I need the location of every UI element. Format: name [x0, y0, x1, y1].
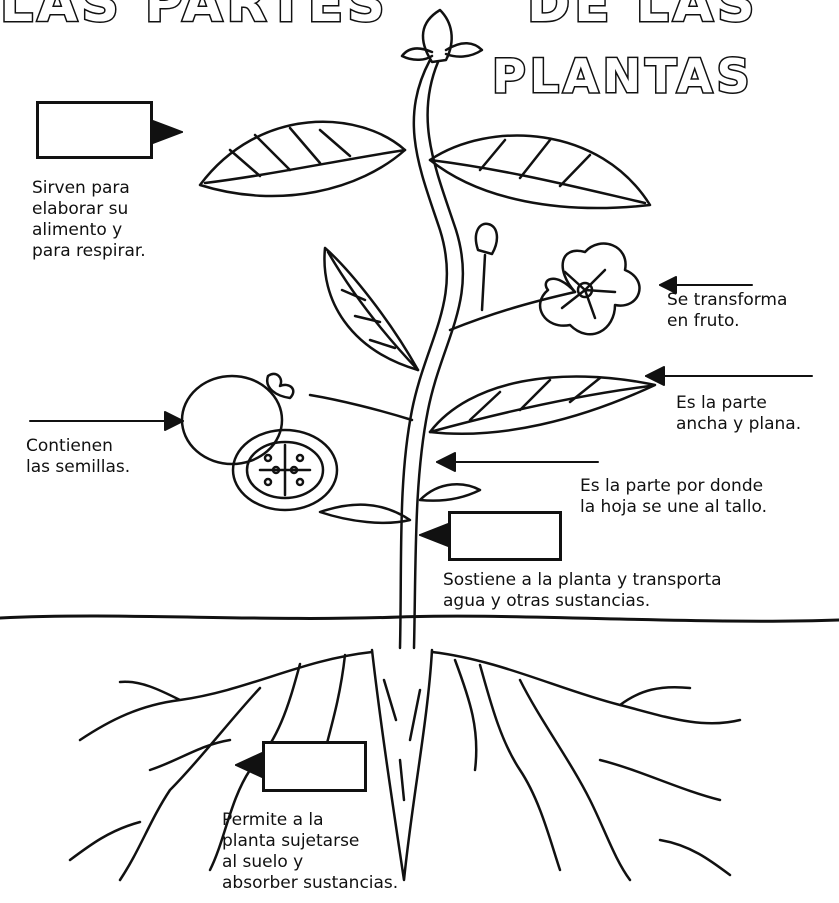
title-line2: PLANTAS	[492, 53, 754, 99]
answer-box-raiz[interactable]	[262, 741, 367, 792]
flower-bud	[476, 224, 497, 254]
label-peciolo: Es la parte por donde la hoja se une al …	[580, 476, 767, 518]
stem	[400, 60, 447, 648]
label-flor: Se transforma en fruto.	[667, 290, 787, 332]
answer-input-raiz[interactable]	[265, 744, 364, 789]
ground-line	[0, 616, 839, 621]
flower	[540, 244, 639, 335]
fruit-stalk	[310, 395, 412, 420]
answer-box-tallo[interactable]	[448, 511, 562, 561]
label-limbo: Es la parte ancha y plana.	[676, 393, 801, 435]
label-raiz: Permite a la planta sujetarse al suelo y…	[222, 810, 398, 894]
title-line1-right: DE LAS	[527, 0, 759, 30]
leaf-upper-left	[200, 122, 405, 196]
leaf-small-right	[420, 484, 480, 500]
label-tallo: Sostiene a la planta y transporta agua y…	[443, 570, 722, 612]
leaf-middle-left	[324, 248, 418, 370]
answer-input-tallo[interactable]	[451, 514, 559, 558]
answer-box-hojas[interactable]	[36, 101, 153, 159]
roots-right	[432, 652, 740, 880]
leaf-small-left	[320, 505, 410, 523]
title-line1-left: LAS PARTES	[0, 0, 389, 30]
label-fruto: Contienen las semillas.	[26, 436, 130, 478]
answer-input-hojas[interactable]	[39, 104, 150, 156]
label-hojas: Sirven para elaborar su alimento y para …	[32, 178, 146, 262]
fruit-whole	[182, 376, 282, 464]
